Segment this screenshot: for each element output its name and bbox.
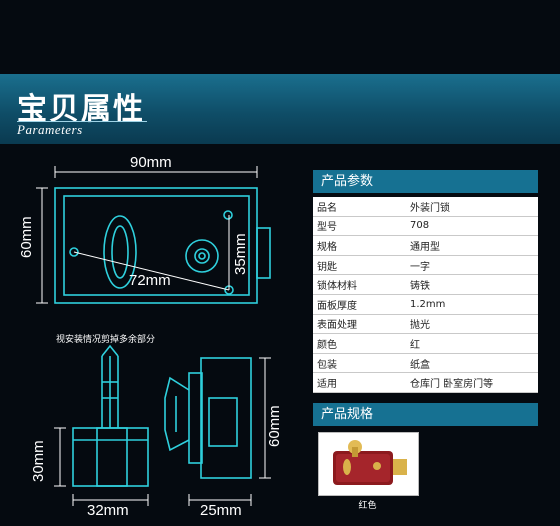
spec-row: 表面处理 抛光 (313, 315, 538, 335)
spec-key: 适用 (317, 379, 337, 391)
spec2-header: 产品规格 (313, 403, 538, 426)
spec-value: 通用型 (410, 241, 440, 253)
spec-header: 产品参数 (313, 170, 538, 193)
dim-height-35: 35mm (232, 233, 249, 275)
dim-diagonal-72: 72mm (129, 272, 171, 289)
knob-outer (185, 239, 219, 273)
spec-row: 锁体材料 铸铁 (313, 275, 538, 295)
spec-value: 仓库门 卧室房门等 (410, 379, 494, 391)
spec-row: 颜色 红 (313, 334, 538, 354)
spec-row: 包装 纸盒 (313, 354, 538, 374)
product-photo (318, 432, 419, 496)
spec-table: 品名 外装门锁型号 708 规格 通用型钥匙 一字锁体材料 铸铁面板厚度 1.2mm 表面处理 抛… (313, 197, 538, 393)
spec-row: 面板厚度 1.2mm (313, 295, 538, 315)
dim-side-height-60: 60mm (266, 405, 283, 447)
spec-value: 1.2mm (410, 298, 446, 310)
spec-key: 品名 (317, 202, 337, 214)
spec-value: 一字 (410, 261, 430, 273)
trim-note: 视安装情况剪掉多余部分 (56, 335, 156, 345)
spec-key: 包装 (317, 359, 337, 371)
spec-key: 表面处理 (317, 320, 357, 332)
spec-value: 外装门锁 (410, 202, 450, 214)
spec-value: 708 (410, 220, 430, 232)
title-underline (17, 121, 147, 122)
dim-side-width-25: 25mm (200, 502, 242, 519)
screw-hole-left (69, 247, 79, 257)
spec-value: 纸盒 (410, 359, 430, 371)
keyhole-outer (103, 215, 137, 289)
spec-key: 颜色 (317, 339, 337, 351)
dim-height-60: 60mm (18, 216, 35, 258)
page-subtitle: Parameters (17, 122, 83, 137)
spec-key: 面板厚度 (317, 300, 357, 312)
spec-key: 锁体材料 (317, 281, 357, 293)
dim-width-90: 90mm (130, 154, 172, 171)
spec-row: 适用 仓库门 卧室房门等 (313, 373, 538, 393)
spec-value: 抛光 (410, 320, 430, 332)
spec-row: 钥匙 一字 (313, 256, 538, 276)
lock-technical-drawing (36, 166, 271, 506)
spec-key: 钥匙 (317, 261, 337, 273)
spec-key: 型号 (317, 222, 337, 234)
spec-row: 型号 708 (313, 217, 538, 237)
photo-caption: 红色 (358, 501, 377, 511)
spec-row: 规格 通用型 (313, 236, 538, 256)
spec-value: 红 (410, 339, 420, 351)
dim-cylinder-width-32: 32mm (87, 502, 129, 519)
spec-value: 铸铁 (410, 281, 430, 293)
cylinder-body (72, 427, 149, 487)
title-banner (0, 74, 560, 144)
dim-cylinder-height-30: 30mm (30, 440, 47, 482)
spec-row: 品名 外装门锁 (313, 197, 538, 217)
screw-hole-top-right (223, 210, 233, 220)
side-view-body (200, 357, 252, 479)
keyhole-inner (111, 225, 129, 279)
spec-key: 规格 (317, 241, 337, 253)
